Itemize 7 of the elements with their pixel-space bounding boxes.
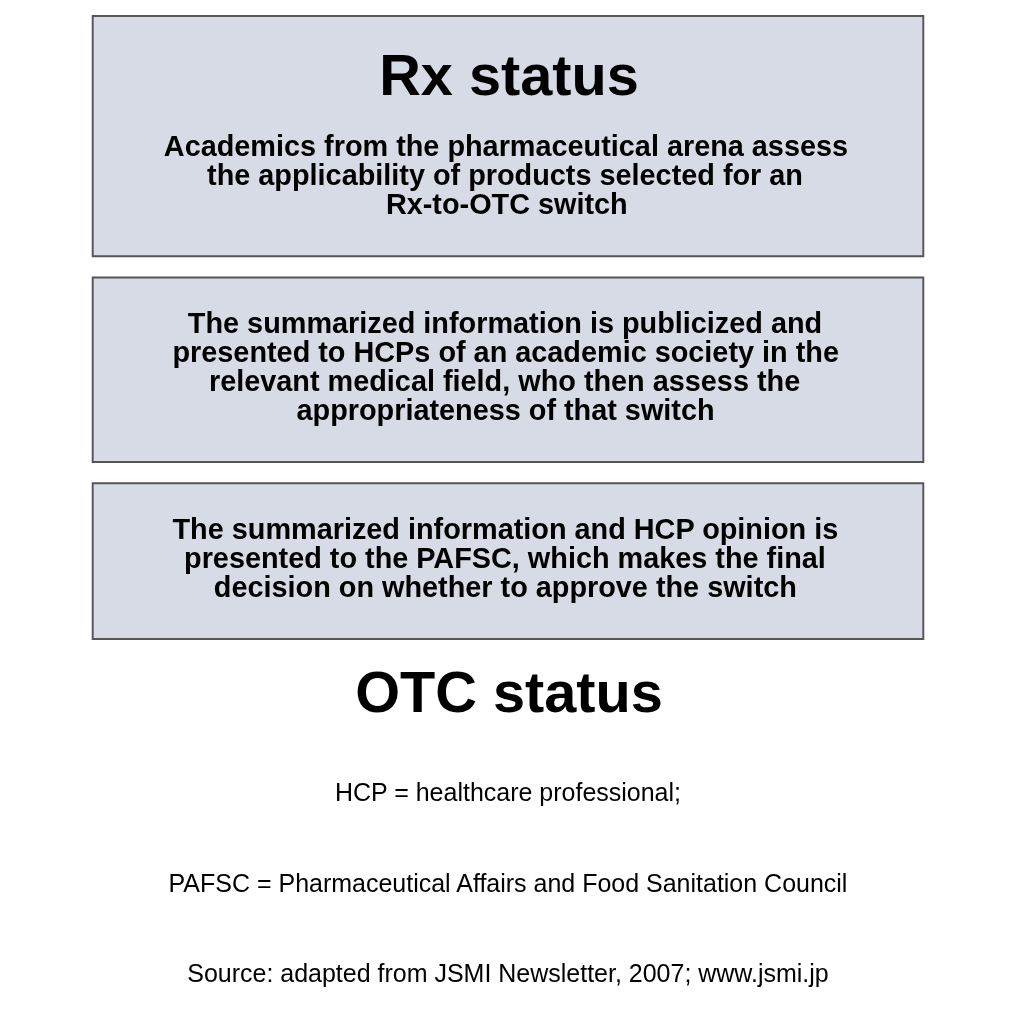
node-text: OTC status [355,660,663,724]
label: Source: adapted from JSMI Newsletter, 2007; www.jsmi.jp [187,958,829,987]
node-box: The summarized information and HCP opinion is presented to the PAFSC, which makes the final decision on whether to approve the switch [91,482,925,640]
label: PAFSC = Pharmaceutical Affairs and Food Sanitation Council [168,868,848,897]
node-box: Rx status Academics from the pharmaceutical arena assess the applicability of products selected for an Rx-to-OTC switch [91,15,925,258]
node-box: The summarized information is publicized and presented to HCPs of an academic society in the relevant medical field, who then assess the appropriateness of that switch [91,276,925,463]
label: HCP = healthcare professional; [334,778,682,807]
